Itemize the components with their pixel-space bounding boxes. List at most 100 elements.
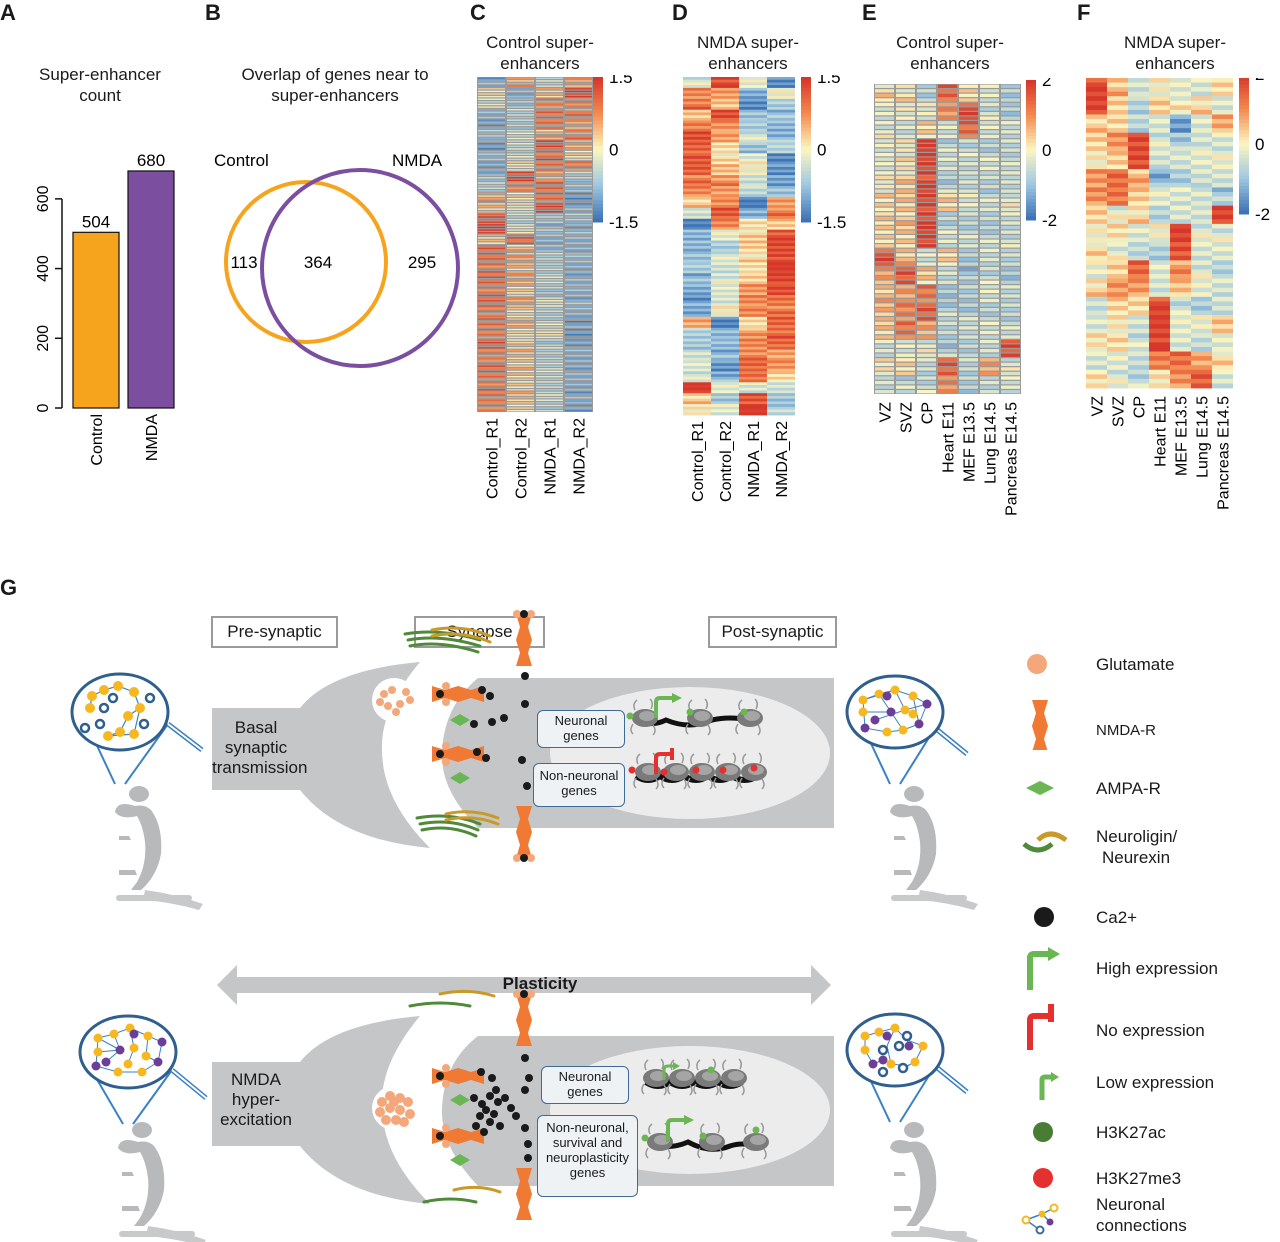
colorbar-segment — [1026, 195, 1036, 200]
heatmap-cell — [536, 389, 563, 391]
heatmap-cell — [917, 298, 936, 303]
colorbar-tick-label: 2 — [1042, 78, 1051, 90]
heatmap-cell — [980, 230, 999, 234]
heatmap-cell — [1212, 82, 1233, 88]
heatmap-cell — [896, 98, 915, 102]
heatmap-cell — [565, 344, 592, 346]
heatmap-cell — [1170, 91, 1191, 97]
heatmap-cell — [959, 298, 978, 303]
heatmap-cell — [980, 298, 999, 303]
heatmap-cell — [478, 352, 505, 354]
colorbar-tick-label: 2 — [1255, 78, 1264, 84]
heatmap-cell — [739, 273, 767, 277]
heatmap-cell — [711, 256, 739, 261]
heatmap-cell — [1170, 369, 1191, 375]
heatmap-cell — [896, 143, 915, 148]
heatmap-cell — [1170, 228, 1191, 234]
condition-label-basal: Basal synaptic transmission — [212, 718, 308, 778]
heatmap-cell — [1086, 178, 1107, 184]
heatmap-cell — [1086, 96, 1107, 102]
heatmap-cell — [565, 273, 592, 276]
heatmap-cell — [536, 247, 563, 250]
heatmap-cell — [1170, 78, 1191, 83]
colorbar-segment — [1026, 199, 1036, 203]
heatmap-cell — [1170, 164, 1191, 170]
heatmap-cell — [959, 225, 978, 230]
heatmap-cell — [739, 210, 767, 214]
heatmap-cell — [980, 326, 999, 330]
heatmap-cell — [1107, 160, 1128, 166]
heatmap-cell — [1001, 371, 1020, 376]
colorbar-segment — [1026, 171, 1036, 175]
heatmap-cell — [1086, 78, 1107, 83]
colorbar-segment — [593, 182, 603, 187]
heatmap-cell — [507, 195, 534, 197]
heatmap-cell — [711, 175, 739, 179]
heatmap-cell — [1212, 146, 1233, 152]
heatmap-cell — [507, 305, 534, 307]
heatmap-cell — [767, 226, 795, 231]
heatmap-cell — [683, 398, 711, 402]
heatmap-cell — [917, 349, 936, 353]
heatmap-cell — [1107, 91, 1128, 97]
heatmap-cell — [565, 174, 592, 176]
heatmap-cell — [1128, 91, 1149, 97]
heatmap-cell — [896, 271, 915, 275]
heatmap-cell — [739, 226, 767, 231]
colorbar-segment — [1026, 202, 1036, 207]
heatmap-cell — [739, 289, 767, 293]
heatmap-cell — [896, 225, 915, 230]
heatmap-cell — [1149, 132, 1170, 138]
heatmap-cell — [1191, 283, 1212, 289]
heatmap-cell — [739, 175, 767, 179]
heatmap-cell — [536, 336, 563, 339]
heatmap-cell — [683, 145, 711, 149]
heatmap-cell — [1001, 107, 1020, 111]
heatmap-cell — [683, 109, 711, 113]
heatmap-cell — [875, 89, 894, 93]
heatmap-cell — [507, 331, 534, 333]
heatmap-cell — [536, 145, 563, 148]
heatmap-cell — [507, 213, 534, 216]
heatmap-cell — [917, 130, 936, 134]
heatmap-cell — [536, 218, 563, 221]
heatmap-cell — [565, 284, 592, 286]
heatmap-cell — [1001, 194, 1020, 198]
gene-box-neuronal-bottom: Neuronal genes — [541, 1066, 629, 1104]
heatmap-cell — [683, 218, 711, 222]
heatmap-cell — [507, 208, 534, 210]
heatmap-cell — [739, 284, 767, 288]
heatmap-cell — [683, 387, 711, 391]
heatmap-cell — [938, 285, 957, 289]
colorbar-segment — [593, 138, 603, 143]
heatmap-cell — [896, 289, 915, 294]
heatmap-cell — [739, 221, 767, 225]
heatmap-cell — [739, 134, 767, 138]
heatmap-cell — [739, 136, 767, 141]
heatmap-cell — [739, 224, 767, 228]
heatmap-cell — [507, 109, 534, 111]
heatmap-cell — [1128, 292, 1149, 298]
heatmap-cell — [1212, 315, 1233, 321]
heatmap-cell — [980, 380, 999, 385]
heatmap-cell — [875, 294, 894, 298]
heatmap-cell — [507, 294, 534, 297]
heatmap-cell — [938, 84, 957, 88]
heatmap-cell — [565, 389, 592, 391]
heatmap-cell — [739, 117, 767, 122]
heatmap-cell — [938, 244, 957, 248]
heatmap-cell — [767, 199, 795, 203]
heatmap-cell — [1107, 242, 1128, 248]
heatmap-cell — [1149, 310, 1170, 316]
heatmap-cell — [1191, 169, 1212, 175]
heatmap-cell — [478, 391, 505, 394]
heatmap-cell — [739, 87, 767, 92]
heatmap-cell — [1128, 137, 1149, 143]
heatmap-cell — [478, 294, 505, 297]
heatmap-cell — [1107, 378, 1128, 384]
heatmap-cell — [1107, 82, 1128, 88]
heatmap-cell — [683, 158, 711, 162]
colorbar-segment — [1026, 118, 1036, 123]
heatmap-cell — [980, 257, 999, 262]
condition-label-line: transmission — [212, 758, 308, 777]
